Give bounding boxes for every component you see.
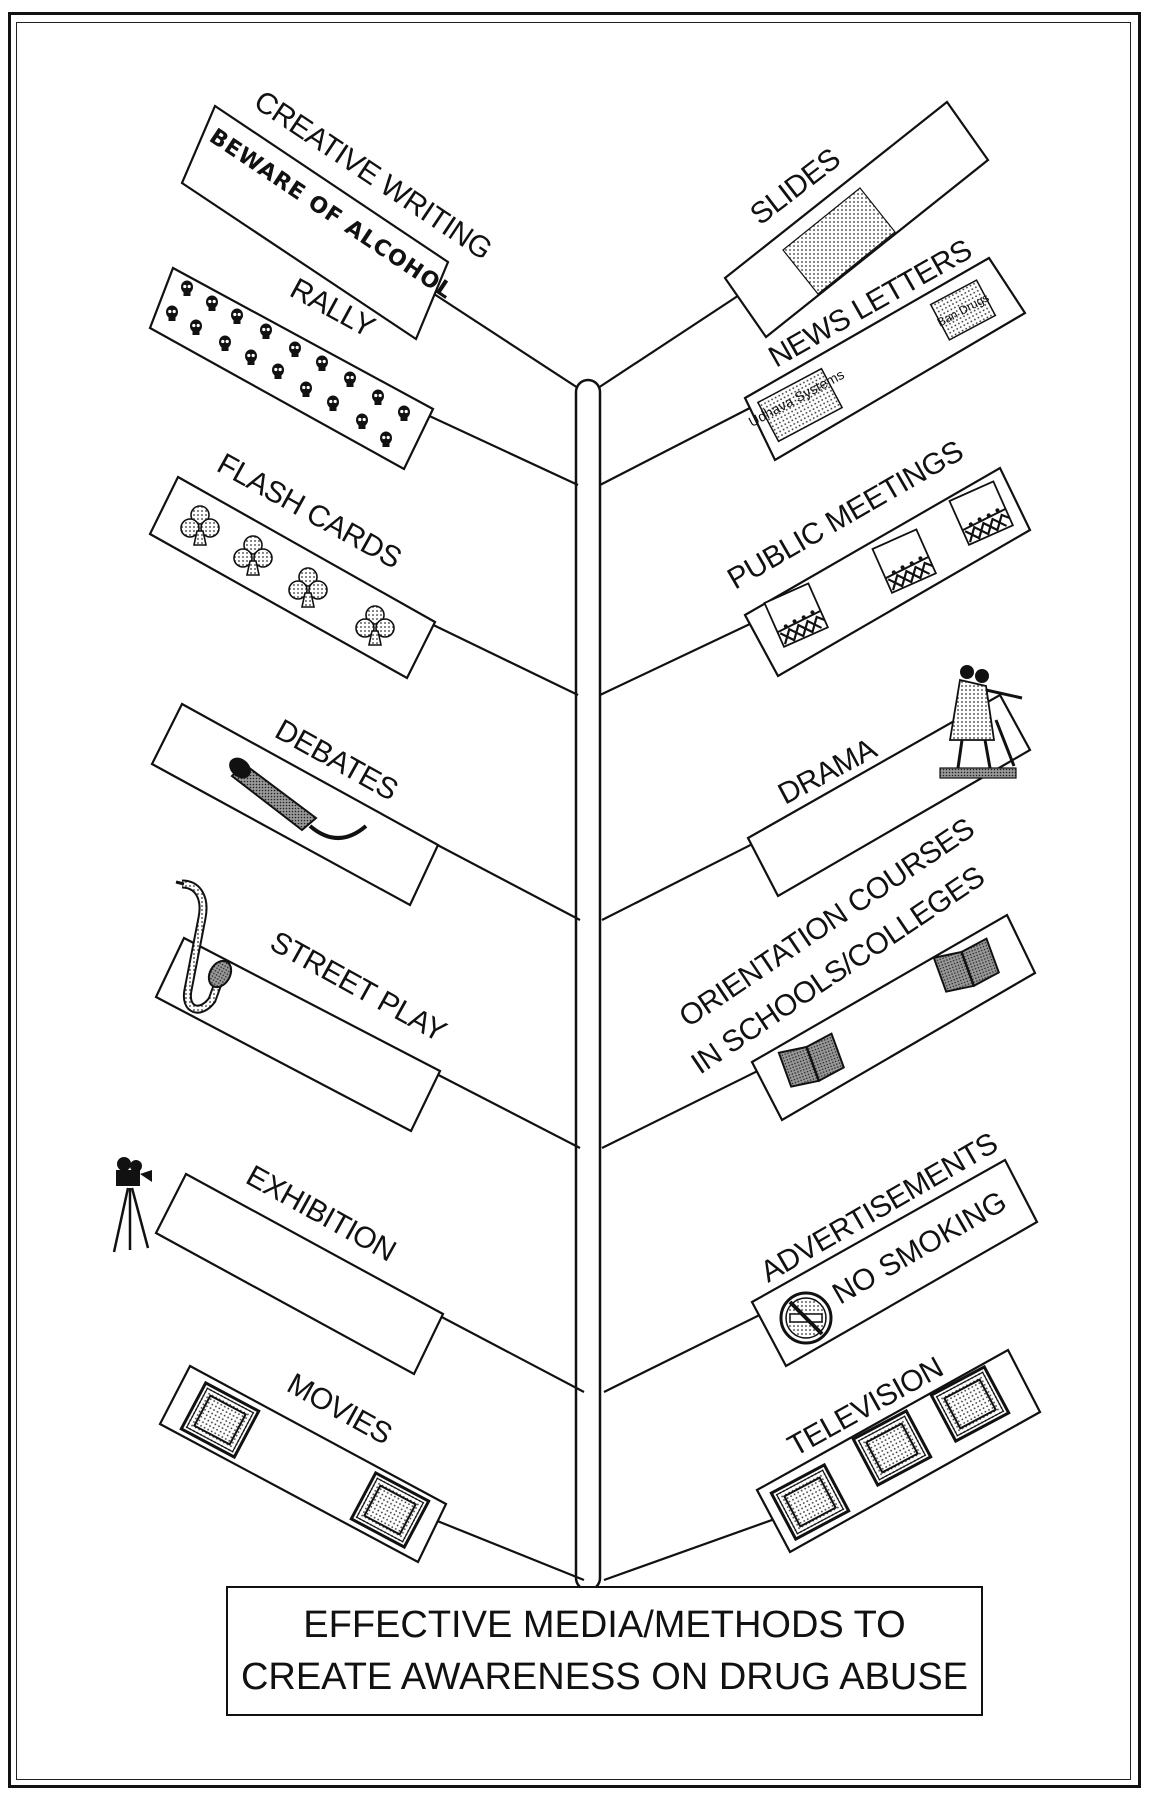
outer-frame xyxy=(8,12,1141,1788)
tree-trunk xyxy=(574,378,602,1592)
diagram-caption: EFFECTIVE MEDIA/METHODS TO CREATE AWAREN… xyxy=(226,1586,983,1716)
camera-icon xyxy=(112,1157,152,1253)
method-debates: DEBATES xyxy=(150,702,440,907)
method-news-letters: NEWS LETTERS Udhava Systems Ban Drugs xyxy=(743,233,1027,462)
method-exhibition: EXHIBITION xyxy=(112,1157,445,1376)
method-movies: MOVIES xyxy=(158,1364,448,1564)
inner-frame xyxy=(16,22,1131,1780)
method-advertisements: ADVERTISEMENTS NO SMOKING xyxy=(750,1127,1039,1368)
caption-line-2: CREATE AWARENESS ON DRUG ABUSE xyxy=(240,1656,969,1698)
slide-icon xyxy=(782,187,896,295)
method-orientation-courses: ORIENTATION COURSES IN SCHOOLS/COLLEGES xyxy=(673,812,1037,1122)
method-creative-writing: CREATIVE WRITING BEWARE OF ALCOHOL xyxy=(180,84,498,341)
dancers-icon xyxy=(939,665,1023,779)
method-street-play: STREET PLAY xyxy=(154,879,452,1133)
method-television: TELEVISION xyxy=(755,1348,1042,1554)
microphone-icon xyxy=(229,757,368,840)
no-smoking-icon xyxy=(779,1291,833,1345)
caption-line-1: EFFECTIVE MEDIA/METHODS TO xyxy=(303,1604,906,1646)
ban-drugs-badge: Ban Drugs xyxy=(929,279,997,341)
method-public-meetings: PUBLIC MEETINGS xyxy=(722,435,1032,678)
method-flash-cards: FLASH CARDS xyxy=(148,447,437,680)
saxophone-icon xyxy=(175,879,233,1014)
